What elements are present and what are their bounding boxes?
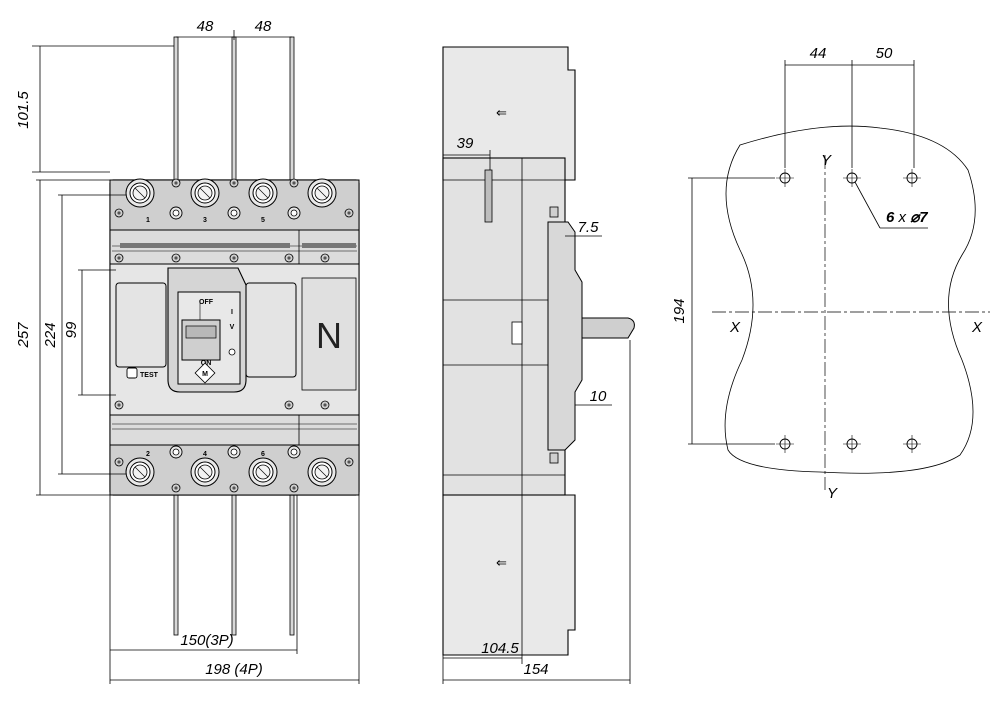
mount-screw-icon	[229, 483, 239, 493]
test-button-label: TEST	[140, 372, 159, 379]
dim-width-4p: 198 (4P)	[205, 661, 263, 678]
dim-overall-depth: 154	[523, 661, 548, 678]
busbars-top	[173, 36, 295, 181]
dim-flange-top: 7.5	[578, 219, 600, 236]
y-axis-label-bottom: Y	[827, 485, 838, 502]
mounting-view: X X Y Y 44 50 194 6 x ⌀7	[671, 45, 990, 502]
holes-diameter: ⌀7	[910, 209, 928, 226]
handle-i-mark: I	[231, 309, 233, 316]
neutral-label: N	[316, 315, 342, 356]
dim-hole-spacing-right: 50	[876, 45, 893, 62]
mount-screw-icon	[229, 178, 239, 188]
dim-pole-pitch-left: 48	[197, 18, 214, 35]
screw-icon	[287, 206, 301, 220]
dim-flange-bottom: 10	[590, 388, 607, 405]
terminal-screw-icon	[248, 457, 278, 487]
cover-screw-icon	[229, 253, 239, 263]
terminal-screw-icon	[190, 178, 220, 208]
mount-screw-icon	[289, 178, 299, 188]
left-window	[115, 282, 167, 368]
mount-screw-icon	[289, 483, 299, 493]
mount-screw-icon	[114, 457, 124, 467]
neutral-pole-cover	[301, 277, 357, 391]
dim-pole-pitch-right: 48	[255, 18, 272, 35]
terminal-screw-icon	[190, 457, 220, 487]
terminal-screw-icon	[125, 178, 155, 208]
handle-off-label: OFF	[199, 299, 214, 306]
holes-callout: 6 x ⌀7	[886, 209, 928, 226]
terminal-label-bottom: 6	[261, 451, 265, 458]
terminal-screw-icon	[307, 457, 337, 487]
screw-icon	[287, 445, 301, 459]
terminal-label-top: 1	[146, 217, 150, 224]
x-axis-label-left: X	[729, 319, 741, 336]
logo-mark: M	[202, 371, 208, 378]
front-dimensions: 48 48 101.5 257 224 99 150(3P) 198	[15, 18, 360, 684]
arrow-icon: ⇐	[496, 105, 507, 120]
screw-icon	[169, 206, 183, 220]
bottom-rail	[109, 414, 360, 446]
screw-icon	[227, 445, 241, 459]
dim-overall-height: 257	[15, 322, 32, 349]
terminal-screw-icon	[248, 178, 278, 208]
mounting-dimensions: 44 50 194 6 x ⌀7	[671, 45, 928, 445]
cover-screw-icon	[320, 253, 330, 263]
dim-handle-offset: 39	[457, 135, 474, 152]
dim-vertical-spacing: 194	[671, 298, 688, 323]
side-dimensions: 39 7.5 10 104.5 154	[442, 135, 631, 684]
terminal-screw-icon	[125, 457, 155, 487]
holes-count: 6	[886, 209, 895, 226]
screw-icon	[169, 445, 183, 459]
dim-busbar-extension: 101.5	[15, 91, 32, 129]
arrow-icon: ⇐	[496, 555, 507, 570]
logo-diamond-icon	[194, 362, 216, 384]
side-view: ⇐ ⇐ 39 7.5 10	[442, 46, 635, 684]
terminal-label-top: 5	[261, 217, 265, 224]
handle-on-label: ON	[201, 360, 212, 367]
side-handle	[581, 317, 635, 339]
cover-screw-icon	[171, 253, 181, 263]
dim-hole-spacing-left: 44	[810, 45, 827, 62]
right-window	[245, 282, 297, 378]
mount-screw-icon	[114, 208, 124, 218]
terminal-label-bottom: 4	[203, 451, 207, 458]
dim-base-depth: 104.5	[481, 640, 519, 657]
test-button[interactable]	[126, 367, 138, 379]
cover-screw-icon	[284, 253, 294, 263]
mounting-cutout-outline	[724, 125, 976, 474]
terminal-label-top: 3	[203, 217, 207, 224]
side-flange	[547, 221, 583, 451]
y-axis-label-top: Y	[821, 152, 832, 169]
indicator-icon	[228, 348, 236, 356]
cover-screw-icon	[114, 400, 124, 410]
front-view: N OFF ON I V M TEST 1 3 5	[15, 18, 360, 684]
dim-terminal-height: 224	[42, 322, 59, 348]
holes-times: x	[898, 209, 907, 226]
cover-screw-icon	[114, 253, 124, 263]
x-axis-label-right: X	[971, 319, 983, 336]
side-body	[442, 157, 566, 496]
cover-screw-icon	[284, 400, 294, 410]
screw-icon	[227, 206, 241, 220]
side-bottom-shroud	[442, 494, 576, 656]
dim-window-height: 99	[63, 321, 80, 338]
mount-screw-icon	[171, 483, 181, 493]
busbars-bottom	[173, 484, 295, 636]
mount-screw-icon	[344, 457, 354, 467]
dim-width-3p: 150(3P)	[180, 632, 233, 649]
terminal-label-bottom: 2	[146, 451, 150, 458]
mount-screw-icon	[171, 178, 181, 188]
cover-screw-icon	[320, 400, 330, 410]
terminal-screw-icon	[307, 178, 337, 208]
mount-screw-icon	[344, 208, 354, 218]
handle-v-mark: V	[230, 324, 235, 331]
